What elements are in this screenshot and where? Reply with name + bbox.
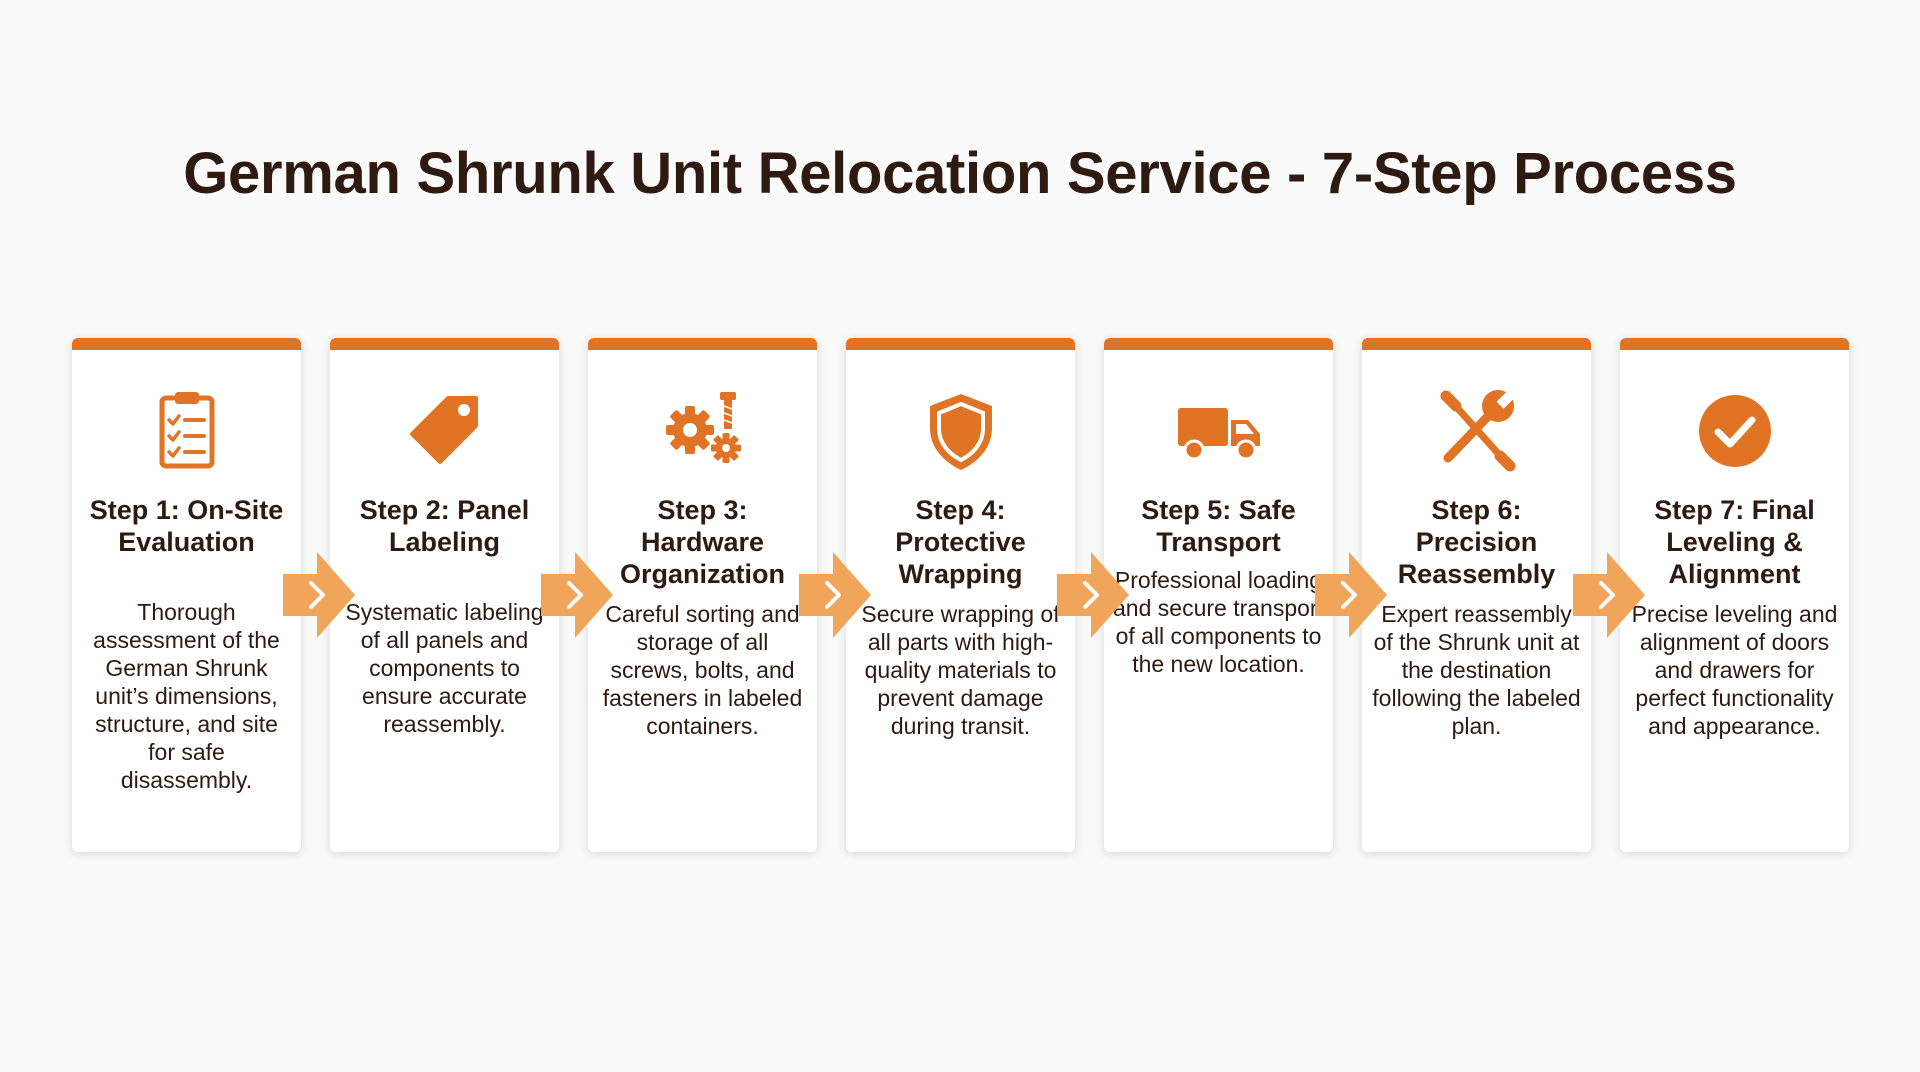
clipboard-checklist-icon (159, 392, 214, 469)
tag-icon (409, 396, 478, 464)
chevron-right-arrow-icon (283, 552, 355, 638)
check-circle-icon (1698, 395, 1771, 467)
step-card-7: Step 7: Final Leveling & Alignment Preci… (1620, 338, 1849, 852)
chevron-right-arrow-icon (1573, 552, 1645, 638)
truck-icon (1177, 408, 1260, 461)
step-description: Professional loading and secure transpor… (1113, 567, 1324, 677)
step-description: Secure wrapping of all parts with high-q… (861, 601, 1060, 739)
step-description: Thorough assessment of the German Shrunk… (93, 599, 280, 793)
step-card-4: Step 4: Protective Wrapping Secure wrapp… (846, 338, 1075, 852)
step-card-2: Step 2: Panel Labeling Systematic labeli… (330, 338, 559, 852)
step-card-1: Step 1: On-Site Evaluation Thorough asse… (72, 338, 301, 852)
chevron-right-arrow-icon (799, 552, 871, 638)
step-description: Expert reassembly of the Shrunk unit at … (1372, 601, 1581, 739)
chevron-right-arrow-icon (1315, 552, 1387, 638)
step-card-3: Step 3: Hardware Organization Careful so… (588, 338, 817, 852)
step-card-6: Step 6: Precision Reassembly Expert reas… (1362, 338, 1591, 852)
wrench-screwdriver-icon (1440, 390, 1515, 472)
step-description: Precise leveling and alignment of doors … (1631, 601, 1838, 739)
page-title: German Shrunk Unit Relocation Service - … (183, 141, 1737, 206)
step-card-5: Step 5: Safe Transport Professional load… (1104, 338, 1333, 852)
step-title: Step 3: Hardware Organization (619, 495, 785, 589)
step-title: Step 5: Safe Transport (1141, 495, 1296, 557)
chevron-right-arrow-icon (1057, 552, 1129, 638)
shield-icon (929, 394, 992, 470)
step-title: Step 6: Precision Reassembly (1397, 495, 1556, 589)
step-description: Systematic labeling of all panels and co… (345, 599, 544, 737)
step-title: Step 7: Final Leveling & Alignment (1654, 495, 1815, 589)
process-steps: Step 1: On-Site Evaluation Thorough asse… (72, 338, 1849, 852)
step-title: Step 1: On-Site Evaluation (89, 495, 284, 557)
step-description: Careful sorting and storage of all screw… (602, 601, 803, 739)
step-title: Step 2: Panel Labeling (359, 495, 530, 557)
chevron-right-arrow-icon (541, 552, 613, 638)
step-title: Step 4: Protective Wrapping (895, 495, 1026, 589)
gears-bolt-icon (665, 392, 741, 463)
